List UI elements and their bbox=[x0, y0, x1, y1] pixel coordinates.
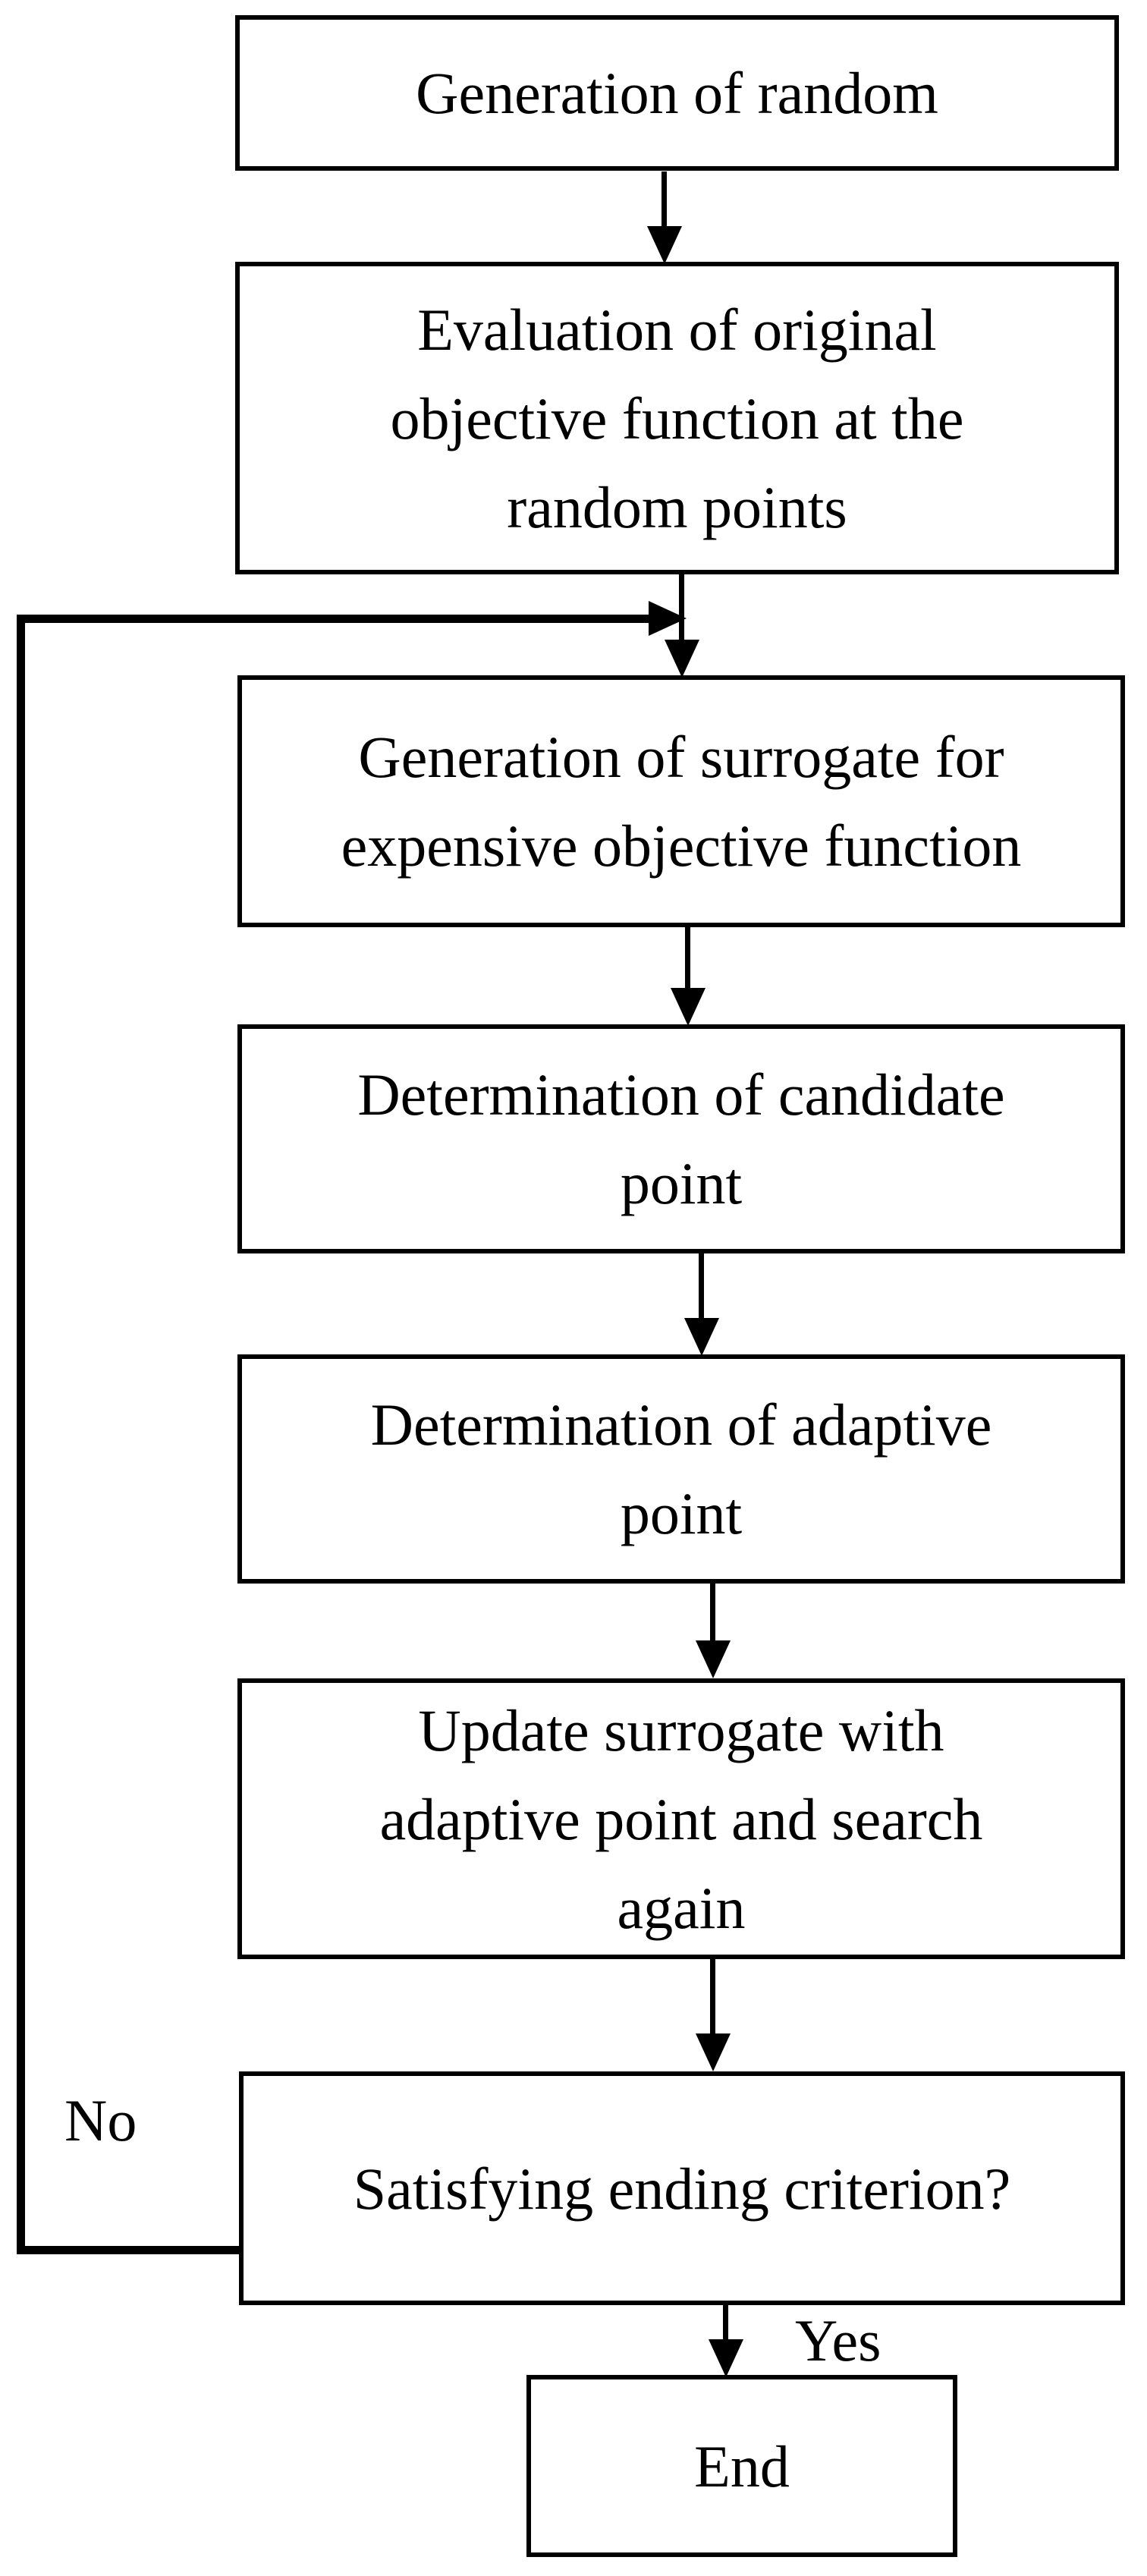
arrow-6-stem bbox=[710, 1959, 715, 2037]
loop-left-vertical-line bbox=[17, 615, 25, 2254]
loop-bottom-horizontal-line bbox=[17, 2246, 244, 2254]
arrow-3-stem bbox=[685, 927, 690, 992]
arrow-5-head-icon bbox=[696, 1640, 731, 1678]
node-evaluation-of-objective-label: Evaluation of original objective functio… bbox=[390, 296, 964, 540]
arrow-3-head-icon bbox=[671, 988, 705, 1026]
node-determination-of-candidate-point: Determination of candidate point bbox=[237, 1024, 1125, 1253]
node-generation-of-random: Generation of random bbox=[235, 15, 1119, 171]
node-determination-of-candidate-point-label: Determination of candidate point bbox=[357, 1062, 1005, 1216]
node-end: End bbox=[526, 2375, 957, 2557]
node-generation-of-surrogate: Generation of surrogate for expensive ob… bbox=[237, 675, 1125, 927]
arrow-4-head-icon bbox=[684, 1318, 719, 1356]
loop-top-horizontal-line bbox=[20, 615, 652, 623]
node-ending-criterion: Satisfying ending criterion? bbox=[239, 2071, 1125, 2305]
node-generation-of-random-label: Generation of random bbox=[416, 60, 938, 126]
arrow-1-stem bbox=[661, 171, 667, 231]
node-update-surrogate-label: Update surrogate with adaptive point and… bbox=[379, 1697, 983, 1941]
edge-label-no: No bbox=[64, 2087, 137, 2153]
loop-right-head-icon bbox=[649, 601, 687, 636]
node-update-surrogate: Update surrogate with adaptive point and… bbox=[237, 1678, 1125, 1959]
node-generation-of-surrogate-label: Generation of surrogate for expensive ob… bbox=[341, 724, 1022, 879]
arrow-6-head-icon bbox=[696, 2033, 731, 2071]
arrow-2-head-icon bbox=[665, 640, 699, 678]
arrow-5-stem bbox=[710, 1584, 715, 1644]
node-end-label: End bbox=[694, 2433, 790, 2499]
node-evaluation-of-objective: Evaluation of original objective functio… bbox=[235, 262, 1119, 574]
node-determination-of-adaptive-point: Determination of adaptive point bbox=[237, 1354, 1125, 1584]
node-determination-of-adaptive-point-label: Determination of adaptive point bbox=[370, 1392, 992, 1546]
arrow-1-head-icon bbox=[647, 226, 682, 264]
arrow-7-stem bbox=[723, 2305, 728, 2345]
edge-label-yes: Yes bbox=[795, 2307, 881, 2373]
arrow-4-stem bbox=[699, 1253, 704, 1322]
node-ending-criterion-label: Satisfying ending criterion? bbox=[353, 2155, 1011, 2222]
arrow-7-head-icon bbox=[709, 2339, 743, 2377]
